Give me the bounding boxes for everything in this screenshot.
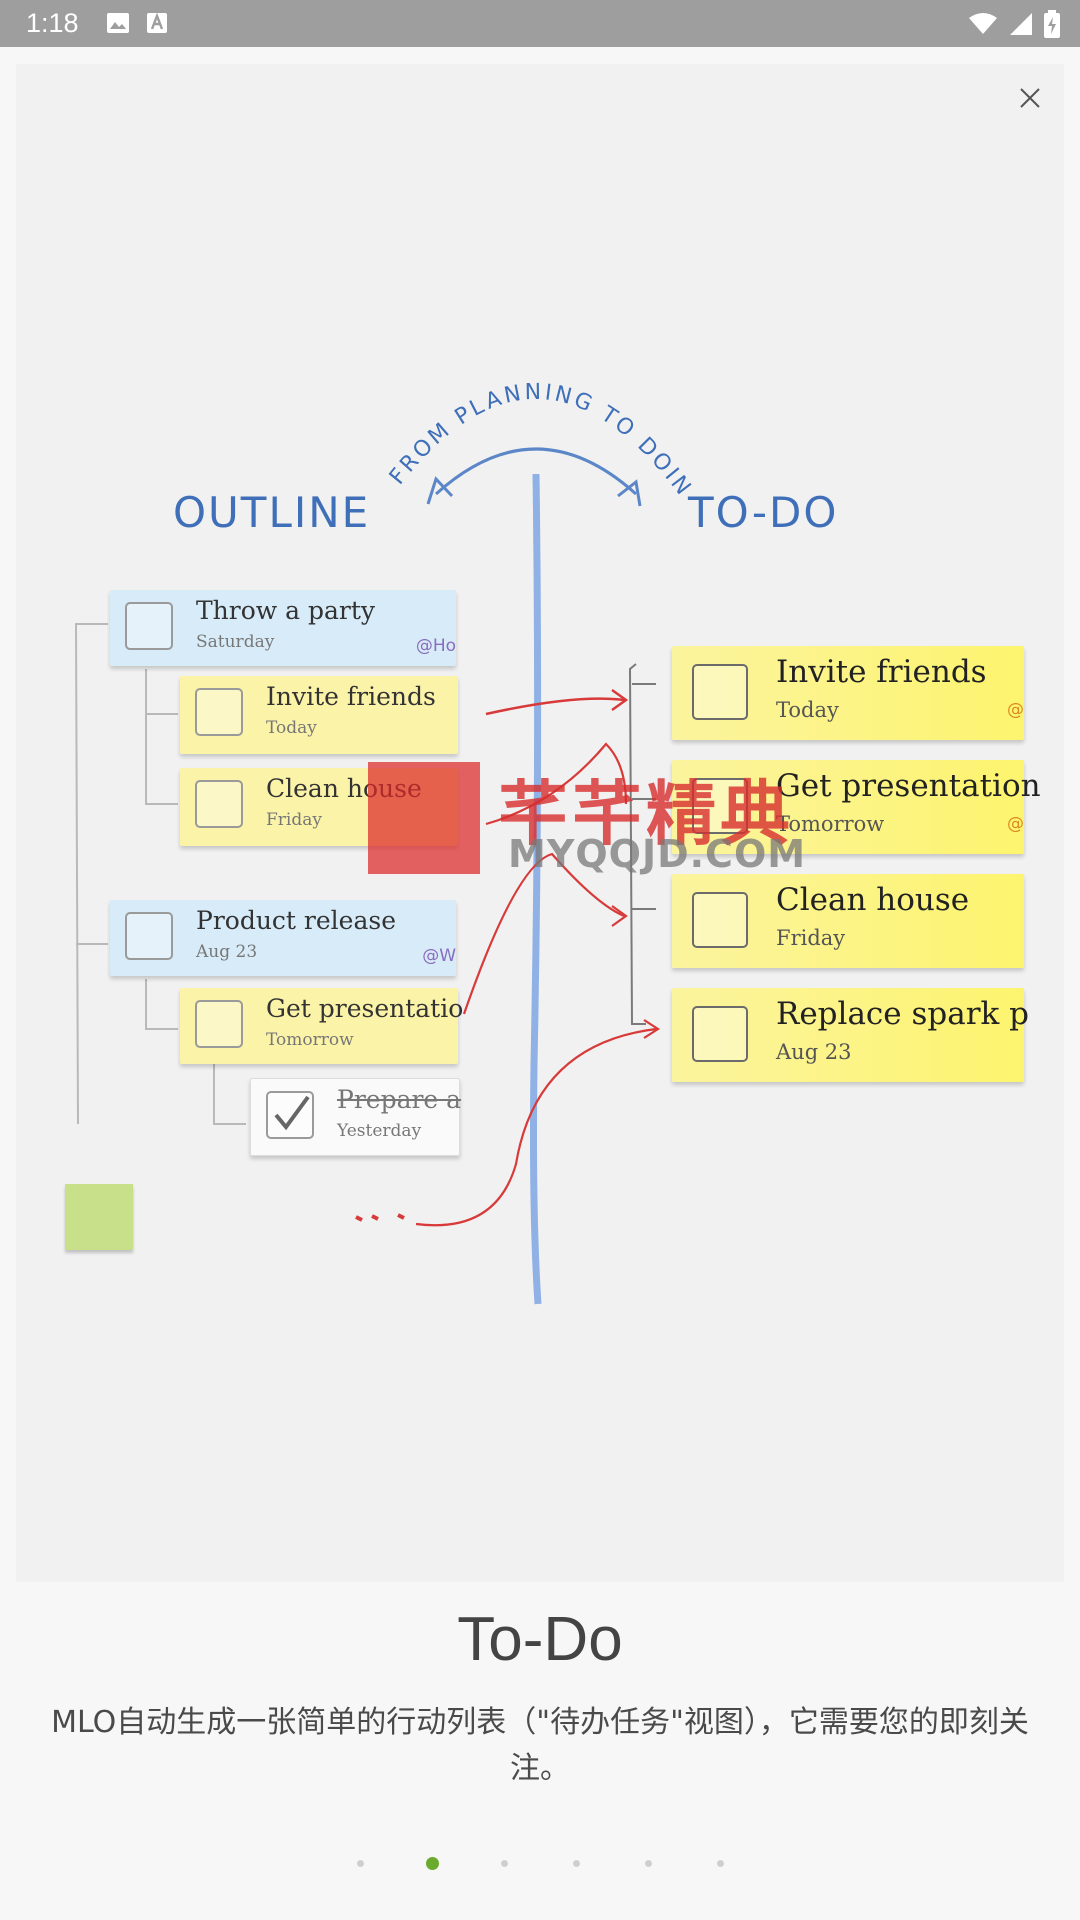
- outline-note: Clean house Friday: [180, 768, 458, 846]
- note-date: Aug 23: [776, 1040, 852, 1064]
- outline-note: Prepare a Yesterday: [250, 1078, 462, 1156]
- page-dot[interactable]: [468, 1856, 540, 1870]
- outline-title: OUTLINE: [173, 488, 371, 537]
- note-date: Yesterday: [337, 1121, 422, 1141]
- wifi-icon: [969, 13, 997, 34]
- sketch-lines: [74, 473, 661, 1305]
- note-title: Replace spark p: [776, 996, 1030, 1032]
- checkmark-icon: [274, 1095, 310, 1131]
- note-date: Friday: [776, 926, 846, 950]
- note-date: Today: [266, 718, 317, 738]
- page-indicator: [0, 1856, 1080, 1870]
- note-date: Aug 23: [196, 942, 258, 962]
- note-checkbox: [692, 1006, 748, 1062]
- page-dot[interactable]: [684, 1856, 756, 1870]
- outline-note: Invite friends Today: [180, 676, 458, 754]
- text-a-icon: [147, 12, 167, 33]
- note-checkbox: [125, 912, 173, 960]
- note-checkbox: [125, 602, 173, 650]
- note-title: Invite friends: [266, 682, 436, 711]
- status-bar: 1:18: [0, 0, 1080, 47]
- note-tag: @: [1007, 814, 1024, 834]
- todo-note: Get presentation Tomorrow @: [672, 760, 1041, 854]
- note-title: Throw a party: [196, 596, 376, 625]
- outline-note: Product release Aug 23 @W: [110, 900, 456, 976]
- note-tag: @: [1007, 700, 1024, 720]
- note-title: Get presentation: [776, 768, 1041, 804]
- onboarding-card: FROM PLANNING TO DOING OUTLINE TO-DO Thr…: [16, 64, 1064, 1582]
- note-title: Product release: [196, 906, 396, 935]
- outline-note: Throw a party Saturday @Ho: [110, 590, 456, 666]
- battery-charging-icon: [1044, 10, 1060, 38]
- page-dot[interactable]: [612, 1856, 684, 1870]
- signal-icon: [1010, 13, 1032, 35]
- note-date: Today: [776, 698, 839, 722]
- status-time: 1:18: [26, 8, 79, 38]
- note-date: Saturday: [196, 632, 275, 652]
- todo-note: Replace spark p Aug 23: [672, 988, 1029, 1082]
- note-checkbox-checked: [266, 1091, 314, 1139]
- note-tag: @Ho: [415, 636, 456, 656]
- note-title: Invite friends: [776, 654, 987, 690]
- note-title: Clean house: [266, 774, 422, 803]
- page-dot[interactable]: [540, 1856, 612, 1870]
- note-date: Tomorrow: [266, 1030, 354, 1050]
- note-checkbox: [195, 688, 243, 736]
- green-sticky-note: [65, 1184, 133, 1250]
- note-date: Friday: [266, 810, 322, 830]
- note-date: Tomorrow: [776, 812, 885, 836]
- note-title: Clean house: [776, 882, 970, 918]
- todo-note: Clean house Friday: [672, 874, 1024, 968]
- slide-title: To-Do: [457, 1605, 623, 1674]
- note-checkbox: [692, 778, 748, 834]
- slide-description: MLO自动生成一张简单的行动列表（"待办任务"视图），它需要您的即刻关注。: [51, 1705, 1029, 1786]
- page-dot[interactable]: [324, 1856, 396, 1870]
- close-button[interactable]: [1010, 78, 1050, 118]
- note-checkbox: [692, 664, 748, 720]
- status-left-icons: [106, 12, 168, 34]
- arc-illustration: FROM PLANNING TO DOING: [356, 314, 694, 507]
- close-icon: [1020, 88, 1040, 108]
- page-dot-active[interactable]: [396, 1856, 468, 1870]
- note-title: Get presentatio: [266, 994, 464, 1023]
- note-checkbox: [195, 780, 243, 828]
- image-icon: [107, 13, 129, 33]
- note-title: Prepare a: [337, 1085, 462, 1114]
- note-checkbox: [195, 1000, 243, 1048]
- outline-note: Get presentatio Tomorrow: [180, 988, 463, 1064]
- todo-note: Invite friends Today @: [672, 646, 1024, 740]
- note-checkbox: [692, 892, 748, 948]
- note-tag: @W: [422, 946, 456, 966]
- status-right-icons: [968, 10, 1060, 38]
- todo-title: TO-DO: [688, 488, 839, 537]
